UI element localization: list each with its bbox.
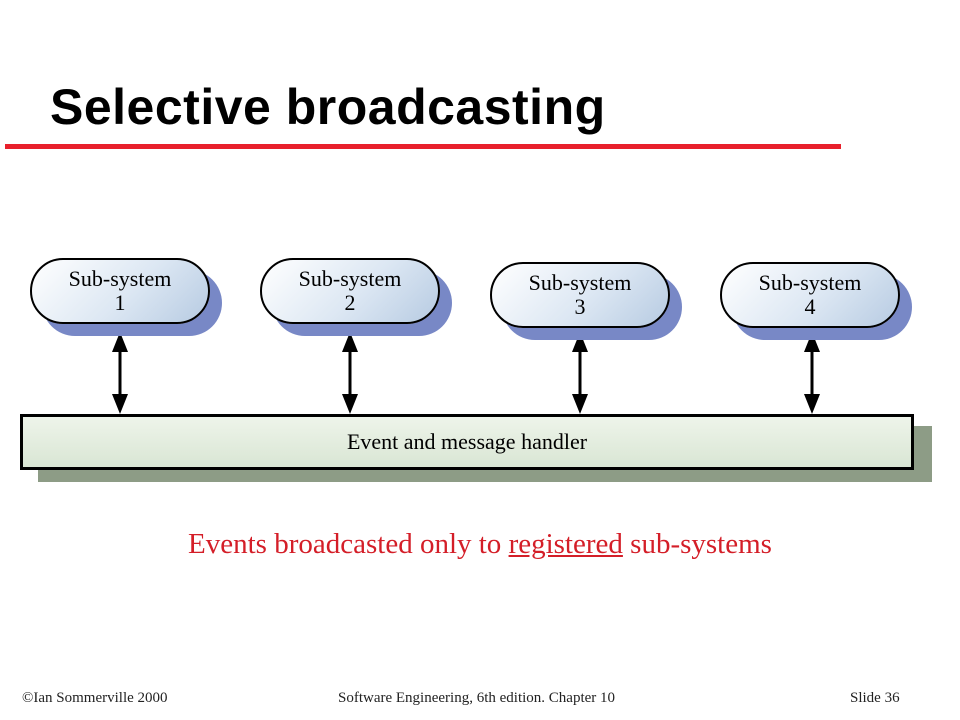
footer-slide-number: Slide 36	[850, 690, 900, 706]
subsystem-4-number: 4	[804, 294, 816, 319]
double-arrow-2	[342, 332, 358, 414]
event-message-handler-bar: Event and message handler	[20, 414, 914, 470]
footer-copyright: ©Ian Sommerville 2000	[22, 690, 168, 706]
subsystem-2-node: Sub-system 2	[260, 258, 440, 324]
title-underline-rule	[5, 144, 841, 149]
double-arrow-4	[804, 332, 820, 414]
double-arrow-1	[112, 332, 128, 414]
subsystem-1-number: 1	[114, 290, 126, 315]
slide-title: Selective broadcasting	[50, 79, 606, 135]
subsystem-4-label: Sub-system	[758, 270, 862, 295]
caption-underlined-word: registered	[508, 528, 623, 560]
slide-caption: Events broadcasted only to registered su…	[0, 528, 960, 561]
subsystem-1-label: Sub-system	[68, 266, 172, 291]
caption-text-before: Events broadcasted only to	[188, 528, 509, 560]
subsystem-3-number: 3	[574, 294, 586, 319]
subsystem-3-label: Sub-system	[528, 270, 632, 295]
subsystem-4-node: Sub-system 4	[720, 262, 900, 328]
handler-label: Event and message handler	[346, 429, 588, 454]
subsystem-2-number: 2	[344, 290, 356, 315]
subsystem-3-node: Sub-system 3	[490, 262, 670, 328]
subsystem-1-node: Sub-system 1	[30, 258, 210, 324]
caption-text-after: sub-systems	[622, 528, 772, 560]
double-arrow-3	[572, 332, 588, 414]
footer-book-title: Software Engineering, 6th edition. Chapt…	[338, 690, 616, 706]
subsystem-2-label: Sub-system	[298, 266, 402, 291]
